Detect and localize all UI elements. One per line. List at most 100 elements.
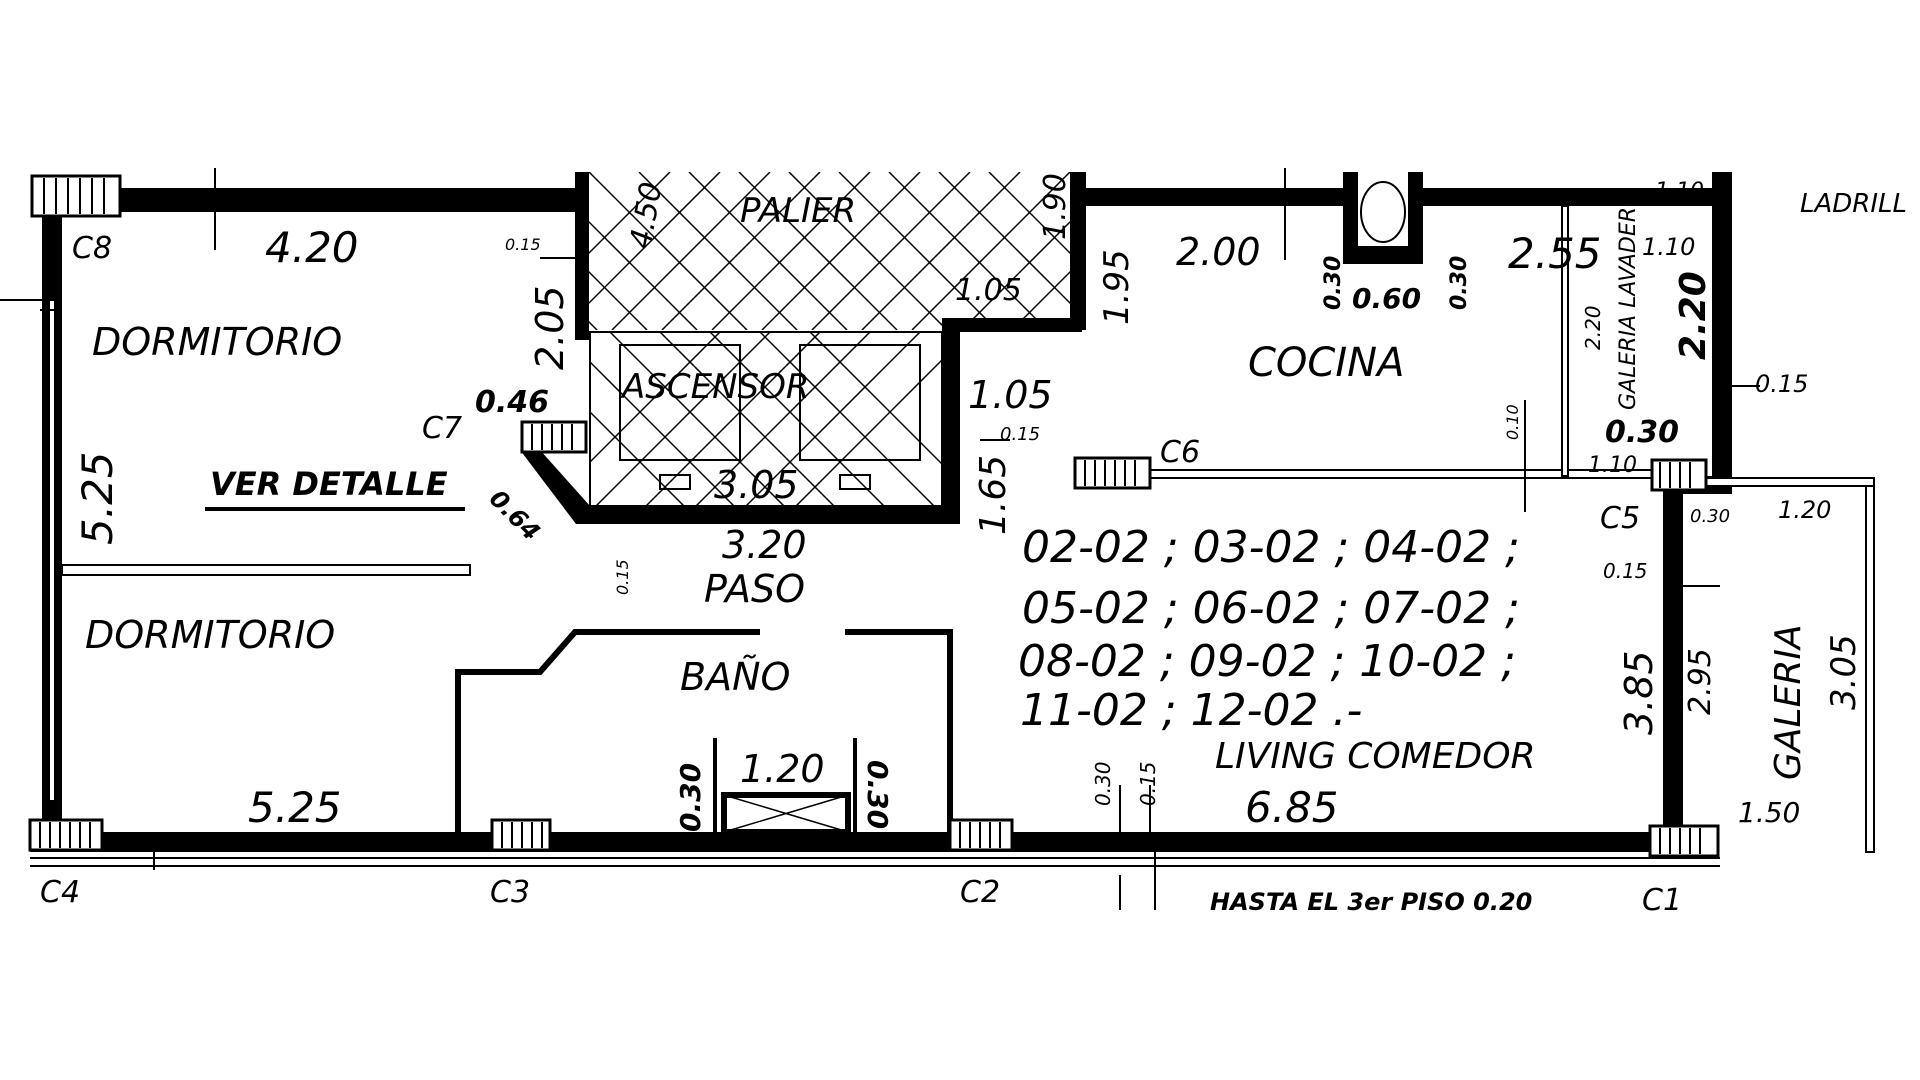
dim-2-20-a: 2.20 bbox=[1673, 271, 1714, 360]
label-c3: C3 bbox=[490, 875, 530, 910]
dimension-marks bbox=[0, 168, 1760, 910]
duct-shape bbox=[1360, 181, 1406, 243]
dim-2-55: 2.55 bbox=[1508, 229, 1602, 278]
dim-3-20: 3.20 bbox=[722, 523, 807, 567]
column-c1 bbox=[1648, 824, 1720, 858]
label-c7: C7 bbox=[422, 411, 462, 446]
room-dormitorio-bottom: DORMITORIO bbox=[85, 613, 335, 657]
dim-0-30-c: 0.30 bbox=[1605, 415, 1679, 450]
note-ladrillo: LADRILL bbox=[1800, 189, 1907, 219]
room-labels: DORMITORIO DORMITORIO PALIER ASCENSOR CO… bbox=[85, 190, 1809, 780]
wall-top-right-2 bbox=[1410, 188, 1730, 206]
dim-0-30-d: 0.30 bbox=[1690, 506, 1730, 527]
dim-3-05-gal: 3.05 bbox=[1824, 634, 1864, 710]
room-living-comedor: LIVING COMEDOR bbox=[1215, 736, 1536, 777]
lavadero-partition bbox=[1561, 205, 1569, 477]
label-c4: C4 bbox=[40, 875, 80, 910]
dim-0-60: 0.60 bbox=[1352, 282, 1421, 315]
note-hasta: HASTA EL 3er PISO 0.20 bbox=[1210, 888, 1532, 916]
label-c6: C6 bbox=[1160, 435, 1200, 470]
label-c2: C2 bbox=[960, 875, 1000, 910]
note-units-line1: 02-02 ; 03-02 ; 04-02 ; bbox=[1022, 522, 1520, 573]
room-palier: PALIER bbox=[740, 191, 856, 231]
dim-0-30-a: 0.30 bbox=[1321, 256, 1346, 310]
dim-6-85: 6.85 bbox=[1245, 783, 1339, 832]
room-galeria-lavadero: GALERIA LAVADERO bbox=[1616, 190, 1641, 410]
room-dormitorio-top: DORMITORIO bbox=[92, 320, 342, 364]
dim-1-50: 1.50 bbox=[1738, 796, 1800, 829]
wall-top-right bbox=[1070, 188, 1345, 206]
dim-4-20: 4.20 bbox=[265, 223, 359, 272]
dim-1-10-c: 1.10 bbox=[1588, 453, 1637, 478]
dim-0-10: 0.10 bbox=[1503, 404, 1522, 440]
room-cocina: COCINA bbox=[1248, 340, 1404, 386]
note-units-line3: 08-02 ; 09-02 ; 10-02 ; bbox=[1018, 636, 1516, 687]
wall-right-cocina bbox=[1712, 172, 1732, 492]
dim-1-10-a: 1.10 bbox=[1655, 179, 1704, 204]
dim-0-30-bano-l: 0.30 bbox=[674, 763, 707, 832]
dim-2-00: 2.00 bbox=[1176, 230, 1261, 274]
note-ver-detalle: VER DETALLE bbox=[210, 465, 448, 503]
wall-ascensor-diag bbox=[520, 450, 590, 524]
dim-0-30-e: 0.30 bbox=[1091, 761, 1115, 806]
ascensor-shaft bbox=[589, 331, 943, 507]
dimension-labels: 4.20 5.25 5.25 2.05 0.46 0.64 0.15 0.15 … bbox=[73, 173, 1864, 832]
wall-bottom bbox=[30, 832, 1678, 852]
dim-3-05: 3.05 bbox=[714, 463, 799, 507]
label-c5: C5 bbox=[1600, 501, 1640, 536]
dim-0-46: 0.46 bbox=[475, 385, 549, 420]
dim-1-20-bano: 1.20 bbox=[740, 747, 825, 791]
galeria-right-wall bbox=[1865, 477, 1875, 853]
dim-2-05: 2.05 bbox=[528, 285, 572, 370]
dim-1-65: 1.65 bbox=[973, 455, 1014, 535]
dim-0-15-b: 0.15 bbox=[613, 559, 632, 595]
note-units-line2: 05-02 ; 06-02 ; 07-02 ; bbox=[1022, 583, 1520, 634]
dim-0-15-c: 0.15 bbox=[1000, 424, 1040, 445]
dim-1-05-b: 1.05 bbox=[955, 273, 1022, 308]
dim-0-15-d: 0.15 bbox=[1603, 559, 1648, 583]
galeria-top-wall bbox=[1682, 477, 1875, 487]
note-units-line4: 11-02 ; 12-02 .- bbox=[1020, 685, 1362, 736]
duct-inner bbox=[1358, 172, 1408, 246]
dim-1-10-b: 1.10 bbox=[1642, 233, 1695, 261]
dim-1-90: 1.90 bbox=[1038, 173, 1073, 240]
dim-2-95: 2.95 bbox=[1683, 648, 1718, 715]
wall-palier-right bbox=[1070, 172, 1086, 330]
room-galeria: GALERIA bbox=[1768, 624, 1809, 780]
dim-1-05-a: 1.05 bbox=[968, 373, 1053, 417]
wall-living-galeria bbox=[1663, 488, 1683, 852]
dim-3-85: 3.85 bbox=[1617, 650, 1661, 735]
partitions bbox=[30, 205, 1875, 910]
room-bano: BAÑO bbox=[680, 655, 790, 699]
dim-0-64: 0.64 bbox=[484, 484, 546, 546]
column-labels: C8 C7 C6 C5 C4 C3 C2 C1 bbox=[40, 231, 1682, 918]
dim-0-15-f: 0.15 bbox=[1136, 761, 1160, 806]
column-c8 bbox=[30, 174, 122, 218]
dim-0-30-bano-r: 0.30 bbox=[861, 760, 894, 829]
dim-0-30-b: 0.30 bbox=[1447, 256, 1472, 310]
dim-1-20-gal: 1.20 bbox=[1778, 496, 1831, 524]
label-c8: C8 bbox=[72, 231, 112, 266]
column-c6 bbox=[1073, 456, 1152, 490]
label-c1: C1 bbox=[1642, 883, 1682, 918]
dim-4-50: 4.50 bbox=[623, 180, 669, 252]
dim-5-25-bottom: 5.25 bbox=[248, 783, 342, 832]
partition-dormitorios bbox=[61, 564, 471, 576]
walls bbox=[30, 172, 1732, 852]
wall-top-left bbox=[40, 188, 580, 212]
dim-0-15-a: 0.15 bbox=[505, 235, 541, 254]
wall-palier-left bbox=[575, 172, 589, 340]
wall-ascensor-top-right bbox=[942, 318, 1082, 332]
notes: VER DETALLE 02-02 ; 03-02 ; 04-02 ; 05-0… bbox=[210, 189, 1907, 916]
room-ascensor: ASCENSOR bbox=[620, 367, 809, 407]
wall-ascensor-right bbox=[942, 322, 960, 524]
dim-5-25-left: 5.25 bbox=[73, 451, 122, 545]
wall-ascensor-bottom bbox=[576, 506, 956, 524]
palier-hatch bbox=[589, 172, 1070, 330]
dim-0-15-e: 0.15 bbox=[1755, 370, 1808, 398]
dim-2-20-b: 2.20 bbox=[1581, 305, 1605, 350]
dim-1-95: 1.95 bbox=[1097, 249, 1137, 325]
columns bbox=[28, 174, 1720, 858]
room-paso: PASO bbox=[704, 567, 805, 611]
